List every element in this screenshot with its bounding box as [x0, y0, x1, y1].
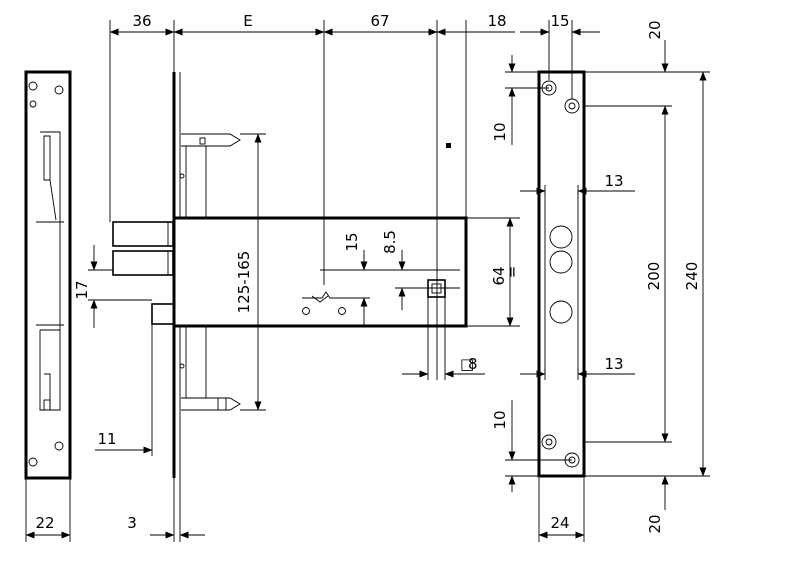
- dim-top-e: E: [243, 12, 252, 30]
- dim-top-36: 36: [132, 12, 151, 30]
- dimension-lines: [25, 20, 710, 542]
- dim-right-top-20: 20: [646, 20, 664, 39]
- dimension-labels: 36 E 67 18 15 20 10 13 125-165 15 8.5 64…: [35, 12, 701, 534]
- parallel-mark: =: [503, 266, 521, 279]
- dim-left-10-top: 10: [491, 122, 509, 141]
- dim-200: 200: [645, 262, 663, 291]
- dim-left-10-bottom: 10: [491, 410, 509, 429]
- right-strike-plate: [537, 70, 586, 478]
- dim-17: 17: [73, 280, 91, 299]
- dim-square-8: 8: [468, 355, 478, 373]
- dim-top-67: 67: [370, 12, 389, 30]
- dim-64: 64: [490, 266, 508, 285]
- dim-bottom-24: 24: [550, 514, 569, 532]
- left-faceplate: [24, 70, 72, 480]
- dim-top-15: 15: [550, 12, 569, 30]
- square-symbol: □: [460, 355, 474, 373]
- dim-15: 15: [343, 232, 361, 251]
- dim-13-bottom: 13: [604, 355, 623, 373]
- dim-bottom-22: 22: [35, 514, 54, 532]
- dim-8-5: 8.5: [381, 230, 399, 254]
- dim-11: 11: [97, 430, 116, 448]
- dim-top-18: 18: [487, 12, 506, 30]
- dim-13-top: 13: [604, 172, 623, 190]
- dim-right-bottom-20: 20: [646, 514, 664, 533]
- dim-125-165: 125-165: [235, 251, 253, 314]
- center-lock-body: [112, 72, 468, 478]
- dim-240: 240: [683, 262, 701, 291]
- dim-bottom-3: 3: [127, 514, 137, 532]
